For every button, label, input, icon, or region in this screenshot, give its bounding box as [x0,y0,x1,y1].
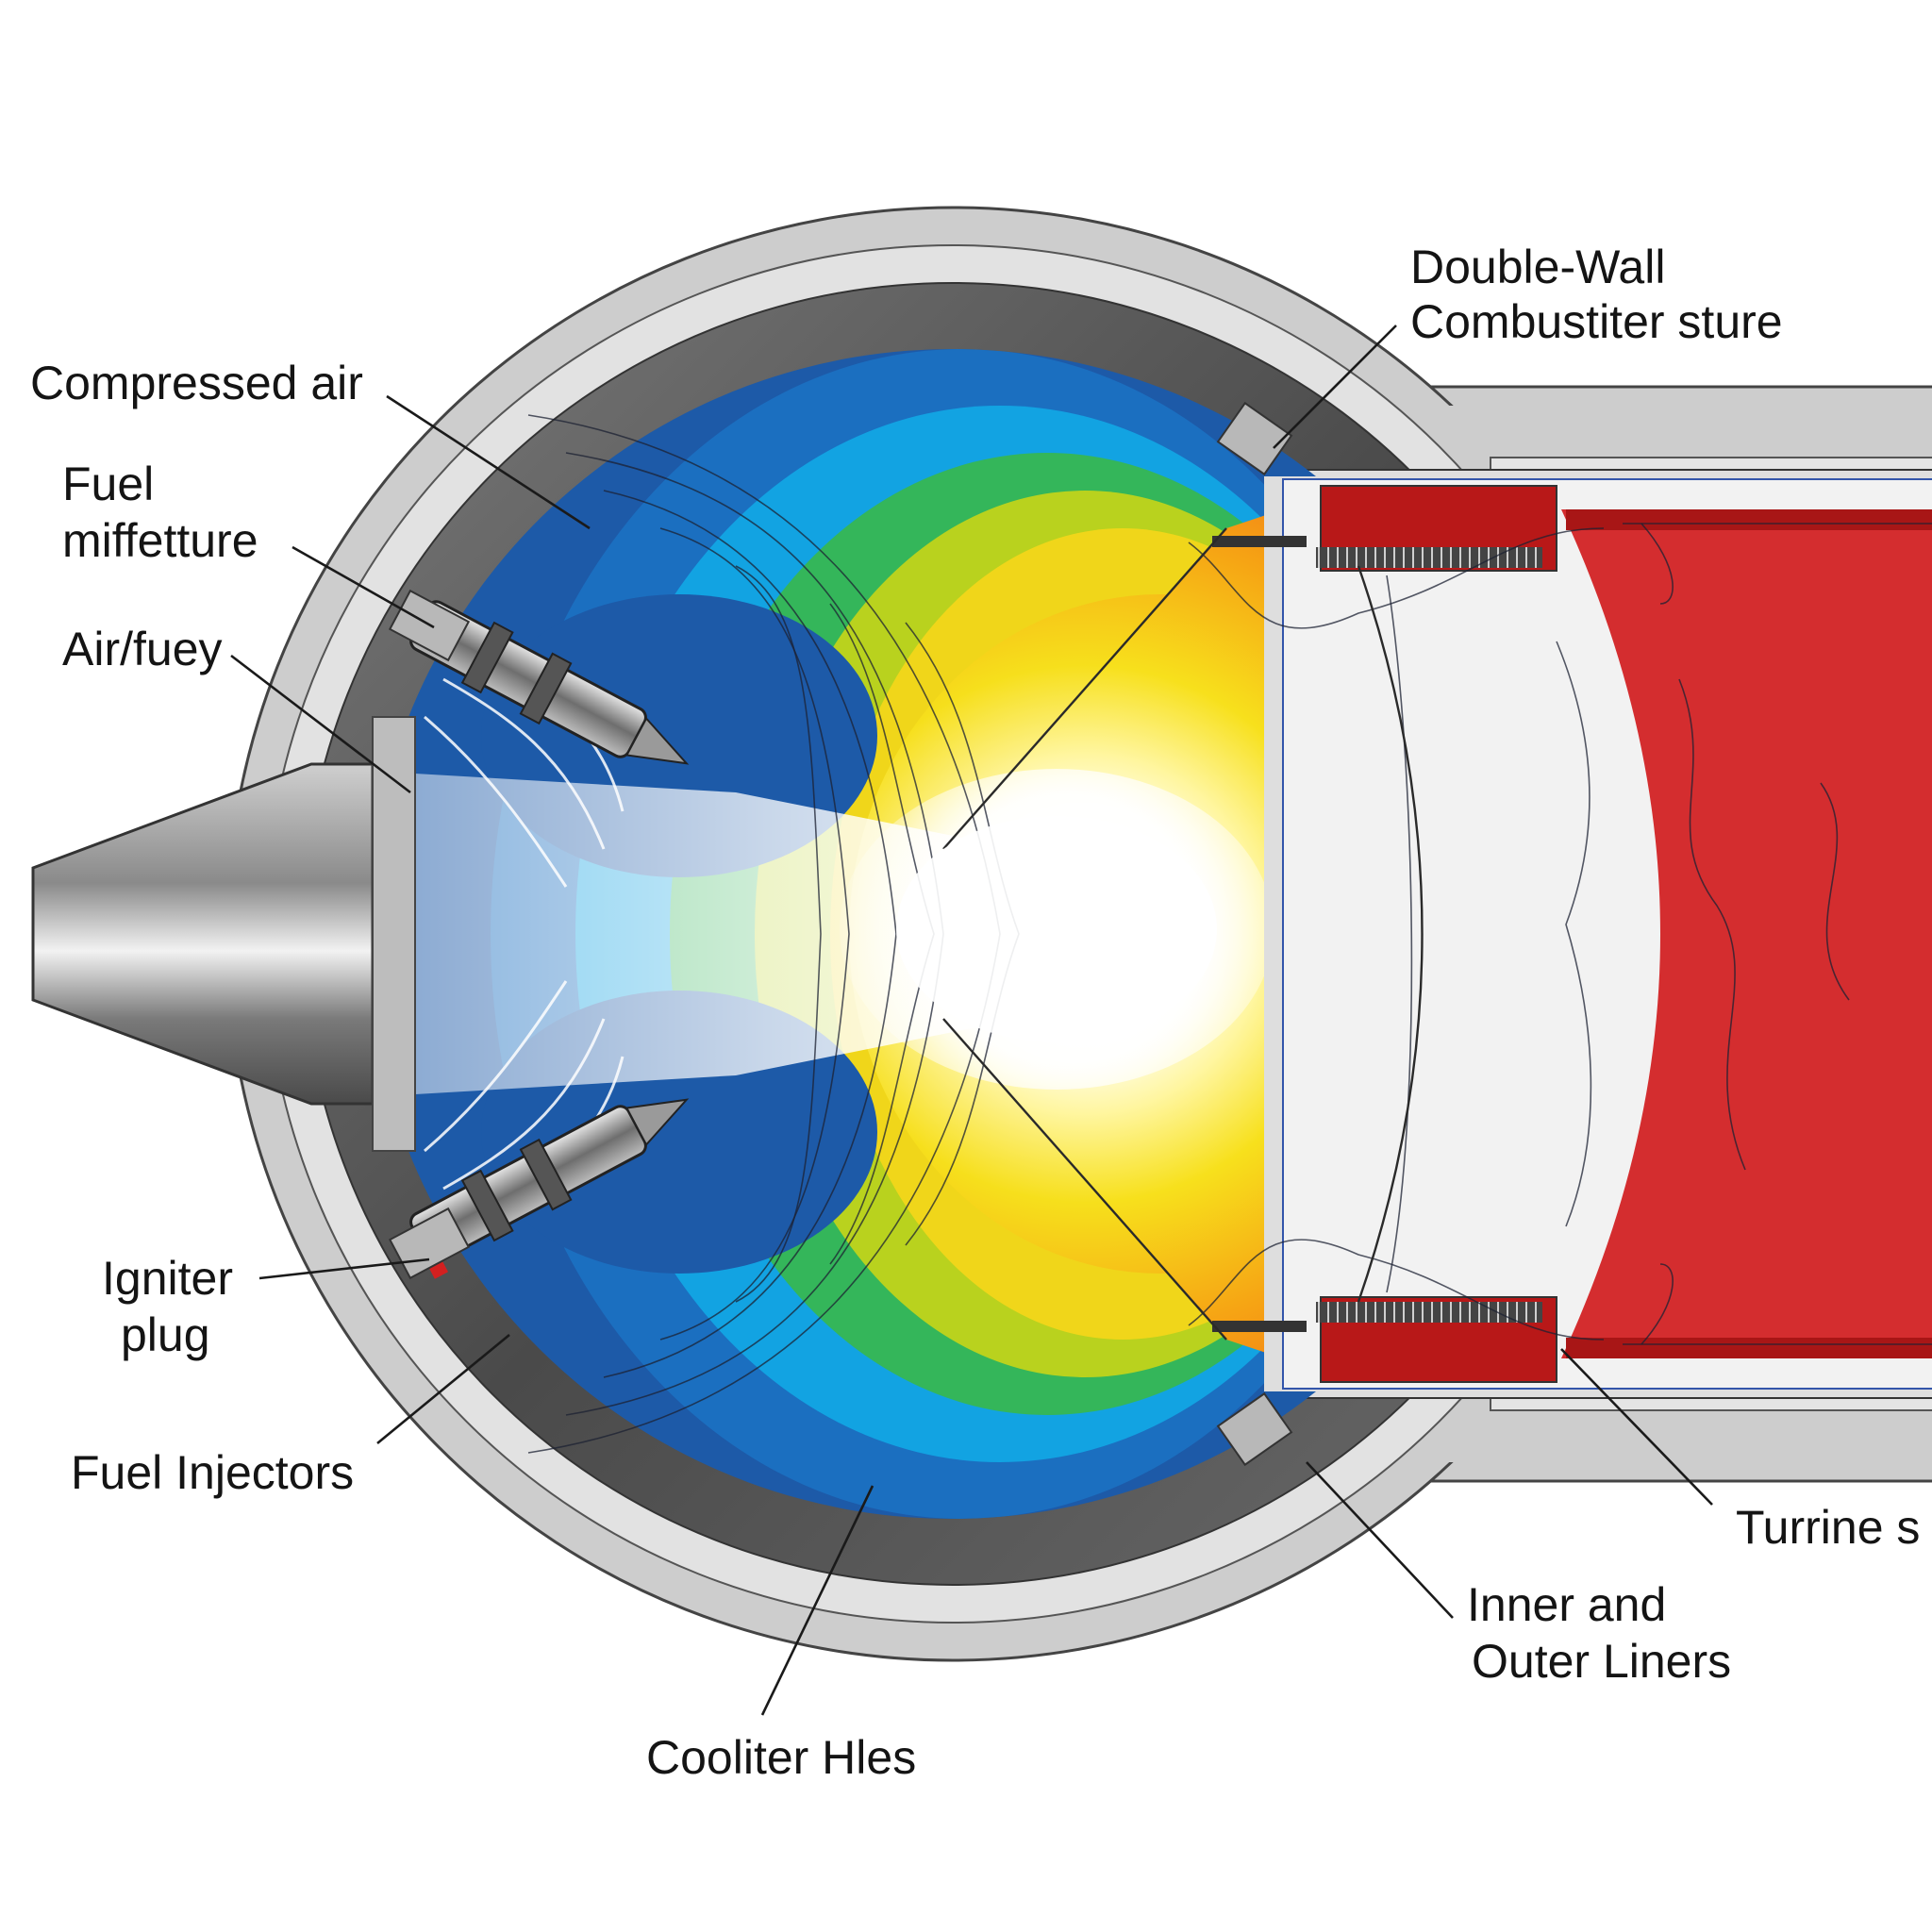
label-igniter-line2: plug [121,1308,210,1361]
label-compressed-air: Compressed air [30,357,363,409]
label-double-wall-line1: Double-Wall [1410,241,1665,293]
nose-cone-icon [33,717,415,1151]
flame-core-icon [896,816,1217,1042]
label-igniter-line1: Igniter [102,1252,233,1305]
label-fuel-mixture-line2: miffetture [62,514,258,567]
label-inner-outer-line2: Outer Liners [1472,1635,1731,1688]
label-turbine: Turrine s [1736,1501,1920,1554]
label-cooling-holes: Cooliter Hles [646,1731,916,1784]
label-inner-outer-line1: Inner and [1467,1578,1666,1631]
label-fuel-injectors: Fuel Injectors [71,1446,354,1499]
label-fuel-mixture-line1: Fuel [62,458,154,510]
label-double-wall-line2: Combustiter sture [1410,295,1783,348]
label-air-fuel: Air/fuey [62,623,223,675]
